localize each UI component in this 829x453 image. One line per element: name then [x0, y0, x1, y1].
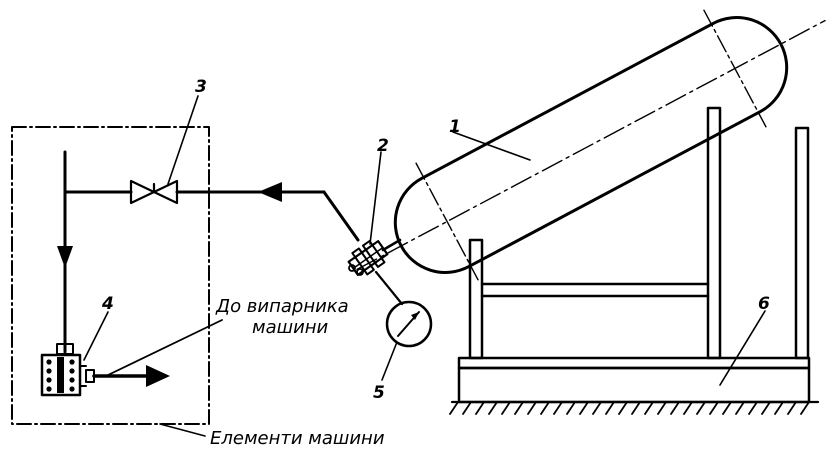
label-to-evaporator: До випарника [215, 296, 349, 317]
shutoff-valve [129, 179, 179, 205]
ground-hatching [449, 400, 820, 415]
cylinder-fitting [347, 238, 402, 276]
label-machine-elements: Елементи машини [210, 428, 385, 449]
label-part-5: 5 [373, 383, 385, 403]
label-part-6: 6 [758, 294, 770, 314]
evaporator-leader [105, 319, 223, 377]
filter-drier [40, 338, 170, 397]
machine-elements-boundary [11, 126, 210, 437]
flow-arrow-down [57, 246, 73, 268]
label-part-4: 4 [101, 294, 114, 314]
label-part-2: 2 [377, 136, 389, 156]
part-leaders [83, 95, 766, 386]
supply-pipe [63, 182, 360, 242]
label-part-3: 3 [195, 77, 207, 97]
pressure-gauge [374, 270, 433, 348]
label-part-1: 1 [449, 117, 461, 137]
machine-vertical-pipe [57, 150, 73, 342]
refrigerant-cylinder [356, 9, 826, 281]
cylinder-stand [457, 106, 811, 404]
flow-arrow-right [146, 365, 170, 387]
label-to-evaporator-line2: машини [252, 317, 329, 338]
flow-arrow-left [258, 182, 282, 202]
